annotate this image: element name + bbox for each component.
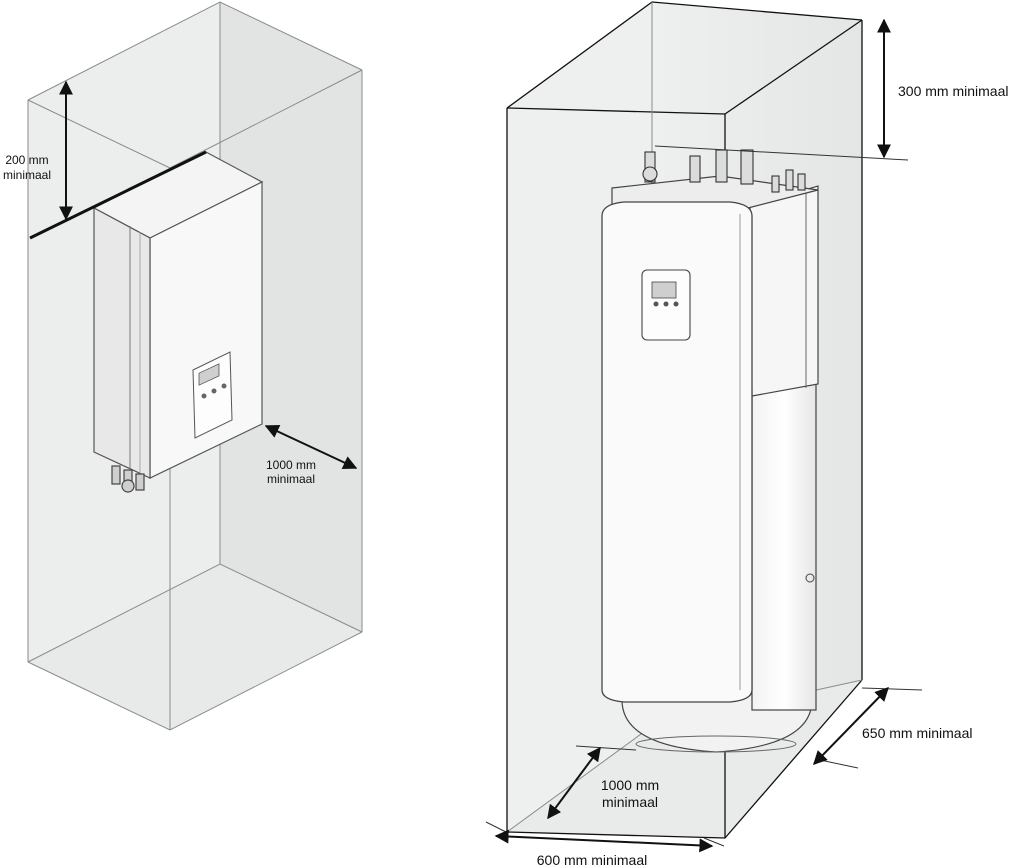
control-button-icon [211,388,217,394]
right-width-clearance-label: 600 mm minimaal [537,852,647,868]
control-button-icon [201,393,207,399]
control-button-icon [653,301,659,307]
right-front-clearance-label-1: 1000 mm [601,777,659,793]
left-top-clearance-label-1: 200 mm [5,153,48,167]
pipe-connections-icon [642,149,806,193]
heat-pump-unit [601,149,819,753]
pipe-fittings-icon [111,465,145,493]
left-top-clearance-dimension: 200 mm minimaal [3,80,207,240]
left-top-clearance-label-2: minimaal [3,168,51,182]
right-depth-clearance-label: 650 mm minimaal [862,725,972,741]
left-front-clearance-label-2: minimaal [267,472,315,486]
left-front-clearance-label-1: 1000 mm [266,458,316,472]
control-button-icon [663,301,669,307]
right-front-clearance-label-2: minimaal [602,794,658,810]
control-button-icon [221,383,227,389]
right-depth-clearance-dimension: 650 mm minimaal [813,686,972,769]
right-top-clearance-dimension: 300 mm minimaal [654,18,1008,161]
wall-boiler-unit [92,151,264,493]
control-button-icon [673,301,679,307]
right-width-clearance-dimension: 600 mm minimaal [485,821,725,868]
left-front-clearance-dimension: 1000 mm minimaal [264,424,358,486]
right-top-clearance-label: 300 mm minimaal [898,83,1008,99]
right-front-clearance-dimension: 1000 mm minimaal [547,745,659,820]
